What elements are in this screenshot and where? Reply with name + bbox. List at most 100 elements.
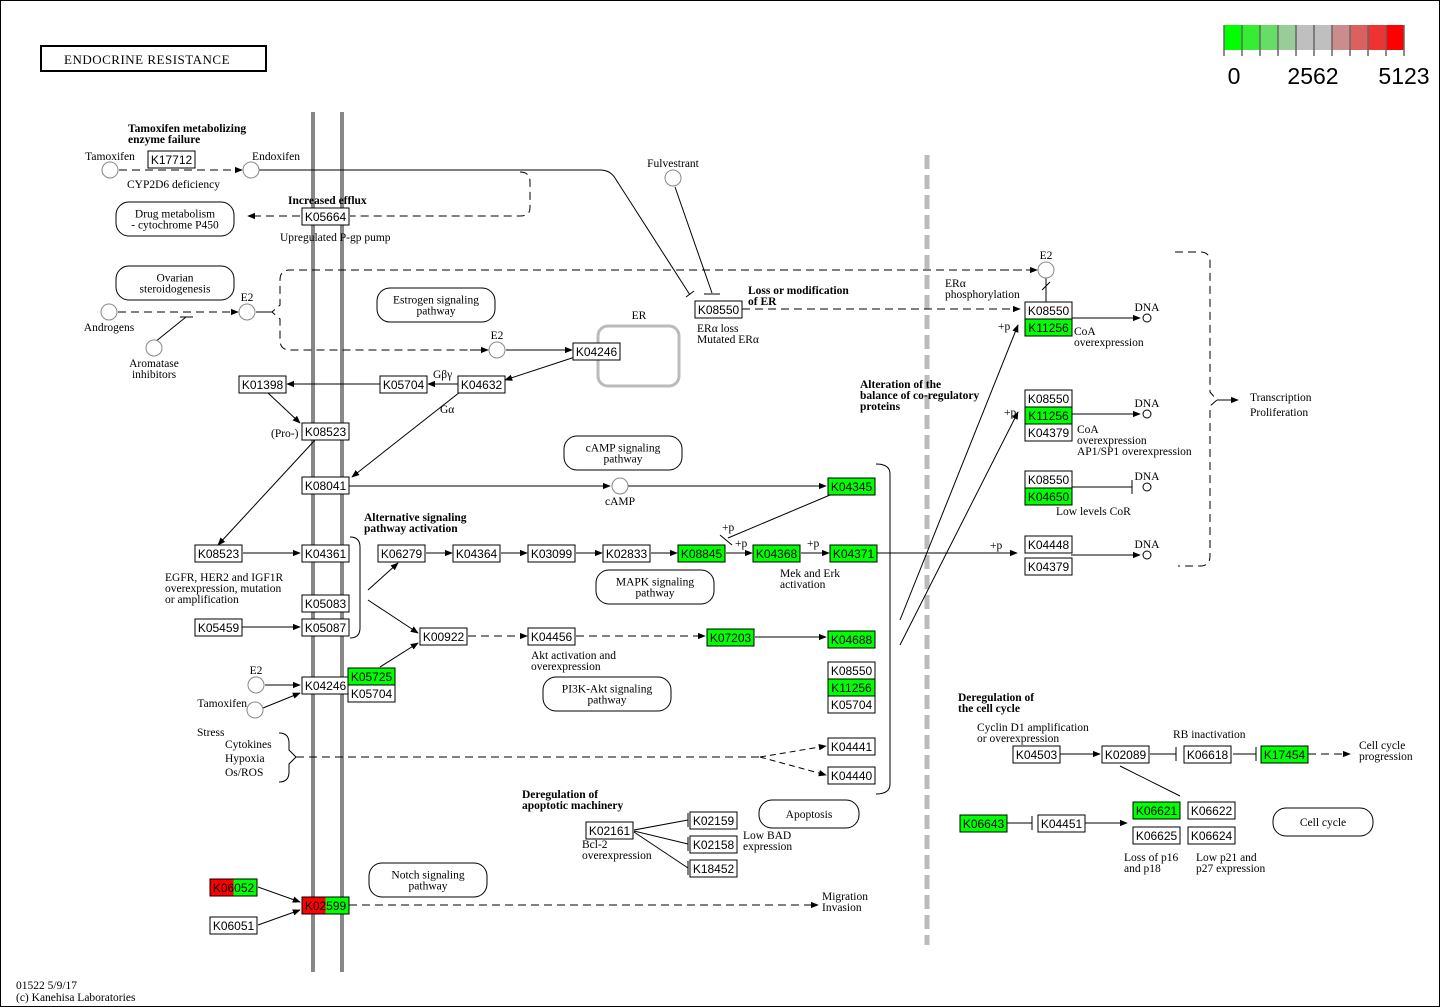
gene-node-k04688[interactable]: K04688	[827, 630, 876, 649]
gene-node-k11256[interactable]: K11256	[1024, 318, 1073, 337]
gene-label: K08550	[831, 664, 873, 678]
gene-node-k08523[interactable]: K08523	[194, 544, 243, 563]
gene-node-k07203[interactable]: K07203	[706, 628, 755, 647]
gene-node-k04379[interactable]: K04379	[1024, 557, 1073, 576]
gene-node-k08550[interactable]: K08550	[694, 300, 743, 319]
gene-node-k04456[interactable]: K04456	[527, 627, 576, 646]
compound[interactable]: Tamoxifen	[85, 151, 135, 179]
compound[interactable]: Androgens	[84, 303, 135, 334]
gene-label: K04379	[1028, 560, 1070, 574]
gene-node-k06624[interactable]: K06624	[1187, 826, 1236, 845]
gene-label: K02089	[1105, 748, 1147, 762]
gene-node-k04379[interactable]: K04379	[1024, 423, 1073, 442]
gene-node-k04440[interactable]: K04440	[827, 766, 876, 785]
compound[interactable]: DNA	[1135, 471, 1161, 492]
compound[interactable]: cAMP	[605, 477, 635, 508]
gene-node-k08550[interactable]: K08550	[1024, 470, 1073, 489]
gene-label: K11256	[1028, 321, 1069, 335]
compound[interactable]: Endoxifen	[242, 151, 300, 179]
gene-label: K02599	[305, 899, 347, 913]
gene-node-k04632[interactable]: K04632	[457, 375, 506, 394]
pathway-link[interactable]: Drug metabolism- cytochrome P450	[115, 201, 235, 237]
gene-node-k18452[interactable]: K18452	[689, 859, 738, 878]
gene-node-k02833[interactable]: K02833	[602, 544, 651, 563]
compound[interactable]: Tamoxifen	[197, 698, 264, 719]
gene-node-k06621[interactable]: K06621	[1132, 801, 1181, 820]
gene-label: K17454	[1264, 748, 1306, 762]
gene-node-k11256[interactable]: K11256	[1024, 406, 1073, 425]
legend-label: 2562	[1287, 63, 1338, 89]
gene-node-k11256[interactable]: K11256	[827, 678, 876, 697]
gene-node-k01398[interactable]: K01398	[238, 375, 287, 394]
compound[interactable]: DNA	[1135, 302, 1161, 323]
section-heading: the cell cycle	[958, 703, 1020, 715]
compound-label: E2	[241, 292, 254, 304]
gene-node-k04503[interactable]: K04503	[1012, 745, 1061, 764]
gene-node-k08550[interactable]: K08550	[827, 661, 876, 680]
gene-node-k06625[interactable]: K06625	[1132, 826, 1181, 845]
gene-node-k05087[interactable]: K05087	[301, 618, 350, 637]
gene-node-k04345[interactable]: K04345	[827, 477, 876, 496]
gene-node-k05704[interactable]: K05704	[827, 695, 876, 714]
gene-node-k04364[interactable]: K04364	[452, 544, 501, 563]
gene-node-k06643[interactable]: K06643	[959, 814, 1008, 833]
bracket	[349, 536, 361, 639]
gene-node-k05704[interactable]: K05704	[347, 684, 396, 703]
compound[interactable]: E2	[238, 292, 256, 321]
gene-node-k05459[interactable]: K05459	[194, 618, 243, 637]
gene-node-k08845[interactable]: K08845	[677, 544, 726, 563]
gene-node-k17712[interactable]: K17712	[147, 150, 196, 169]
edge	[351, 391, 461, 478]
gene-node-k04246[interactable]: K04246	[572, 342, 621, 361]
gene-node-k04368[interactable]: K04368	[752, 544, 801, 563]
gene-node-k04246[interactable]: K04246	[301, 676, 350, 695]
annotation-text: Invasion	[822, 902, 862, 914]
gene-node-k06622[interactable]: K06622	[1187, 801, 1236, 820]
gene-node-k08550[interactable]: K08550	[1024, 389, 1073, 408]
gene-node-k05704[interactable]: K05704	[379, 375, 428, 394]
gene-node-k04361[interactable]: K04361	[301, 544, 350, 563]
gene-node-k06618[interactable]: K06618	[1183, 745, 1232, 764]
pathway-link[interactable]: Cell cycle	[1272, 807, 1374, 837]
gene-node-k08523[interactable]: K08523	[301, 422, 350, 441]
compound[interactable]: DNA	[1135, 539, 1161, 560]
pathway-link[interactable]: Apoptosis	[758, 799, 860, 829]
compound[interactable]: Fulvestrant	[647, 158, 700, 187]
gene-node-k04441[interactable]: K04441	[827, 737, 876, 756]
annotation-text: p27 expression	[1196, 863, 1266, 875]
gene-node-k02161[interactable]: K02161	[585, 821, 634, 840]
compound[interactable]: E2	[488, 330, 506, 359]
gene-label: K02833	[606, 547, 648, 561]
section-heading: of ER	[748, 296, 777, 308]
gene-node-k06051[interactable]: K06051	[209, 916, 258, 935]
compound[interactable]: E2	[247, 665, 265, 694]
gene-node-k17454[interactable]: K17454	[1260, 745, 1309, 764]
gene-node-k05664[interactable]: K05664	[301, 207, 350, 226]
gene-node-k05083[interactable]: K05083	[301, 594, 350, 613]
gene-node-k05725[interactable]: K05725	[347, 667, 396, 686]
compound[interactable]: DNA	[1135, 398, 1161, 419]
compound[interactable]: E2	[1037, 250, 1055, 279]
annotation-text: (Pro-)	[271, 428, 299, 440]
gene-node-k00922[interactable]: K00922	[419, 627, 468, 646]
gene-node-k04451[interactable]: K04451	[1037, 814, 1086, 833]
gene-node-k06052[interactable]: K06052	[209, 878, 258, 897]
gene-node-k04371[interactable]: K04371	[829, 544, 878, 563]
gene-node-k08550[interactable]: K08550	[1024, 301, 1073, 320]
gene-node-k06279[interactable]: K06279	[377, 544, 426, 563]
gene-node-k03099[interactable]: K03099	[527, 544, 576, 563]
gene-node-k02158[interactable]: K02158	[689, 835, 738, 854]
gene-node-k04448[interactable]: K04448	[1024, 535, 1073, 554]
gene-node-k02159[interactable]: K02159	[689, 811, 738, 830]
gene-node-k08041[interactable]: K08041	[301, 476, 350, 495]
gene-node-k02089[interactable]: K02089	[1101, 745, 1150, 764]
gene-node-k04650[interactable]: K04650	[1024, 487, 1073, 506]
gene-node-k02599[interactable]: K02599	[301, 896, 350, 915]
